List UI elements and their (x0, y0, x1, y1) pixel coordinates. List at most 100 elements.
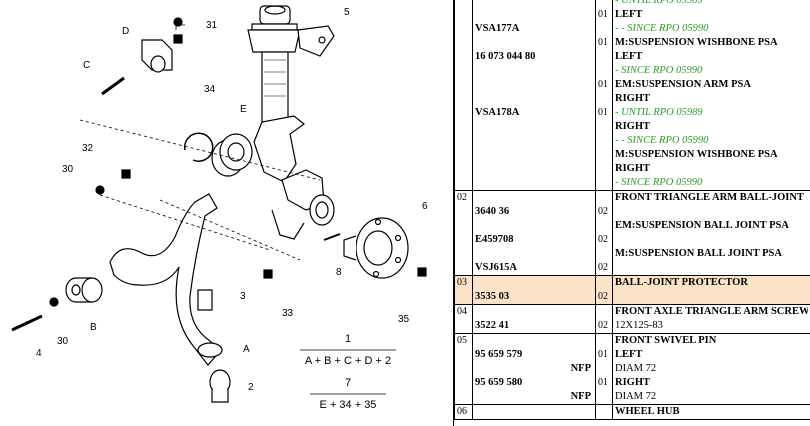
part-reference-line (475, 405, 593, 419)
part-reference-line (475, 8, 593, 22)
callout-D: D (122, 26, 129, 37)
part-reference-line: E459708 (475, 234, 514, 245)
callout-31: 31 (206, 20, 218, 31)
description-line: - - SINCE RPO 05990 (615, 135, 709, 146)
description-line: - UNTIL RPO 05989 (615, 107, 703, 118)
formula-2-parts: E + 34 + 35 (320, 399, 377, 411)
description-line (615, 233, 808, 247)
callout-3: 3 (240, 291, 246, 302)
part-reference-line: 3640 36 (475, 206, 510, 217)
quantity-line: 02 (598, 320, 608, 331)
description-line: RIGHT (615, 377, 651, 388)
part-reference-line (475, 120, 593, 134)
quantity-line (598, 305, 610, 319)
description-line: LEFT (615, 349, 643, 360)
quantity-line (598, 120, 610, 134)
row-index: 03 (454, 275, 473, 305)
quantity (595, 404, 613, 420)
description-line: - - SINCE RPO 05990 (615, 23, 709, 34)
description: WHEEL HUB (612, 404, 810, 420)
part-reference-line (475, 148, 593, 162)
callout-4: 4 (36, 348, 42, 359)
quantity-line (598, 276, 610, 290)
description-line: FRONT SWIVEL PIN (615, 335, 717, 346)
description-line: M:SUSPENSION WISHBONE PSA (615, 149, 778, 160)
row-index: 06 (454, 404, 473, 420)
quantity-line (598, 176, 610, 190)
description: FRONT TRIANGLE ARM BALL-JOINT EM:SUSPENSI… (612, 190, 810, 276)
description-line: DIAM 72 (615, 391, 657, 402)
quantity-line (598, 64, 610, 78)
part-reference (472, 404, 596, 420)
description-line: RIGHT (615, 121, 651, 132)
callout-33: 33 (282, 308, 294, 319)
quantity: 02 (595, 304, 613, 334)
bearing-drawing (211, 133, 253, 177)
quantity-line (598, 0, 610, 8)
row-index: 05 (454, 333, 473, 405)
assembly-formula-1: 1 A + B + C + D + 2 (300, 333, 396, 367)
lower-arm-drawing (109, 193, 223, 366)
assembly-formula-2: 7 E + 34 + 35 (310, 377, 386, 411)
parts-row[interactable]: 06 WHEEL HUB (454, 404, 810, 420)
description-line (615, 290, 808, 304)
description: BALL-JOINT PROTECTOR (612, 275, 810, 305)
part-reference-line (475, 78, 593, 92)
part-reference-line (475, 334, 593, 348)
description-line: RIGHT (615, 163, 651, 174)
callout-6: 6 (422, 201, 428, 212)
part-reference-line: NFP (475, 362, 593, 376)
part-reference: 3535 03 (472, 275, 596, 305)
row-index: 04 (454, 304, 473, 334)
callout-32: 32 (82, 143, 94, 154)
quantity-line (598, 247, 610, 261)
part-reference-line (475, 305, 593, 319)
description-line: EM:SUSPENSION BALL JOINT PSA (615, 220, 789, 231)
callout-30-lower: 30 (57, 336, 69, 347)
part-reference-line (475, 276, 593, 290)
quantity-line: 02 (598, 291, 608, 302)
part-reference-line: 95 659 579 (475, 349, 523, 360)
quantity-line (598, 191, 610, 205)
formula-2-total: 7 (345, 377, 351, 389)
description-line: - SINCE RPO 05990 (615, 65, 703, 76)
callout-2: 2 (248, 382, 254, 393)
strut-drawing (247, 5, 335, 240)
callout-E: E (240, 104, 247, 115)
quantity-line: 02 (598, 206, 608, 217)
quantity-line (598, 219, 610, 233)
nfp-flag: NFP (570, 363, 591, 374)
part-reference-line (475, 64, 593, 78)
part-reference-line: 16 073 044 80 (475, 51, 536, 62)
callout-8: 8 (336, 267, 342, 278)
callout-B: B (90, 322, 97, 333)
quantity-line: 01 (598, 377, 608, 388)
quantity-line (598, 22, 610, 36)
description-line: FRONT AXLE TRIANGLE ARM SCREW (615, 306, 808, 317)
callout-34: 34 (204, 84, 216, 95)
ball-joint-drawing (209, 369, 231, 403)
description-line: M:SUSPENSION WISHBONE PSA (615, 37, 778, 48)
description-line: FRONT TRIANGLE ARM BALL-JOINT (615, 192, 804, 203)
part-reference-line: 95 659 580 (475, 377, 523, 388)
callout-35: 35 (398, 314, 410, 325)
part-reference-line (475, 0, 593, 8)
quantity-line (598, 92, 610, 106)
quantity-line (598, 334, 610, 348)
part-reference-line: VSJ615A (475, 262, 518, 273)
part-reference-line (475, 191, 593, 205)
description-line (615, 261, 808, 275)
quantity-line (598, 148, 610, 162)
quantity-line (598, 390, 610, 404)
quantity-line: 01 (598, 9, 608, 20)
